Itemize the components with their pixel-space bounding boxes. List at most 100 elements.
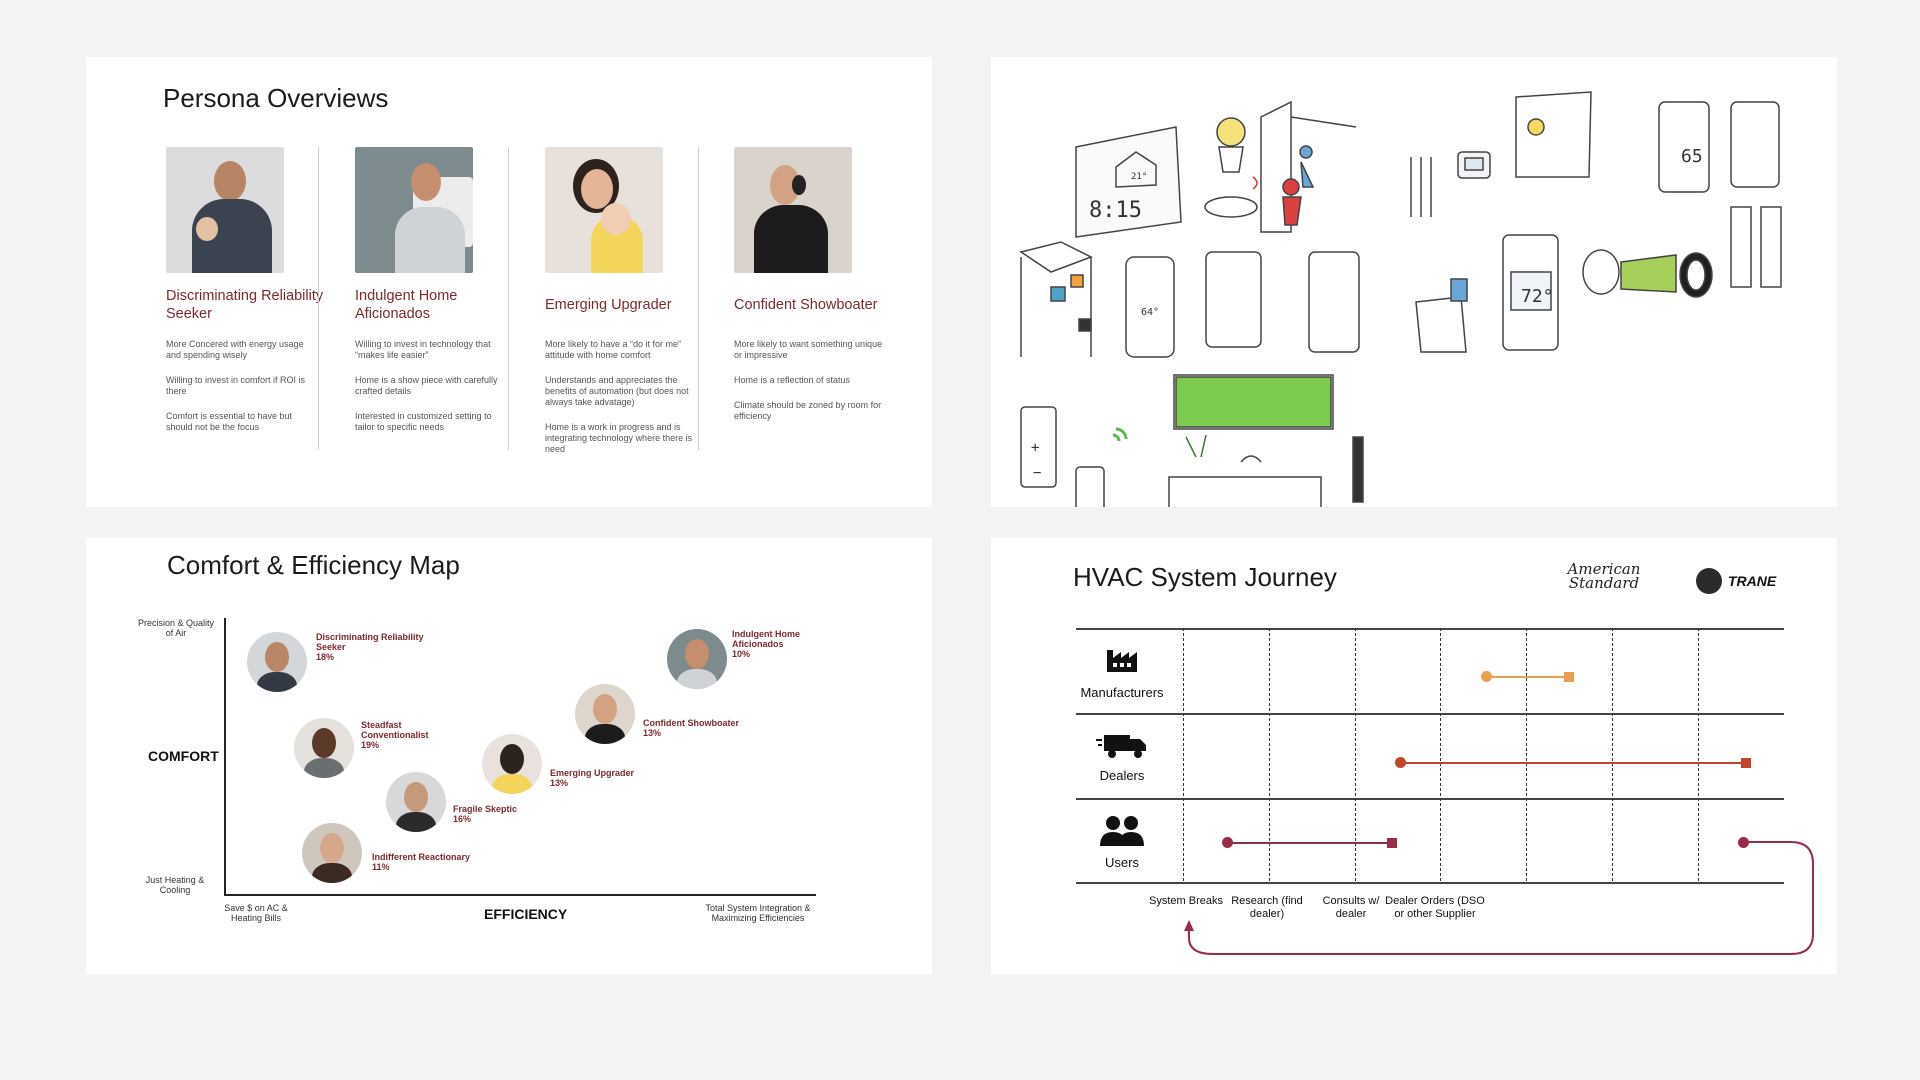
stage-label: Research (find dealer) xyxy=(1231,895,1303,920)
divider xyxy=(318,147,319,450)
persona-name: Emerging Upgrader xyxy=(545,297,672,313)
row-manufacturers: Manufacturers xyxy=(1067,644,1177,700)
stage-divider xyxy=(1269,628,1270,881)
divider xyxy=(698,147,699,450)
dealers-end-marker xyxy=(1741,758,1751,768)
persona-photo xyxy=(166,147,284,273)
persona-note: More likely to have a “do it for me” att… xyxy=(545,339,682,360)
persona-note: More Concered with energy usage and spen… xyxy=(166,339,304,360)
trane-logo-icon xyxy=(1696,568,1722,594)
persona-note: Willing to invest in comfort if ROI is t… xyxy=(166,375,306,396)
stage-label: System Breaks xyxy=(1149,895,1223,907)
persona-note: Interested in customized setting to tail… xyxy=(355,411,492,432)
persona-bubble xyxy=(302,823,362,883)
grid-line xyxy=(1076,798,1784,800)
persona-confident: Confident Showboater More likely to want… xyxy=(734,147,914,422)
persona-photo xyxy=(734,147,852,273)
sketch-illustrations: 8:15 21° 65 72° 64° + − xyxy=(1019,91,1782,507)
bubble-label: Fragile Skeptic 16% xyxy=(453,804,563,824)
y-axis-label: COMFORT xyxy=(148,748,219,764)
stage-divider xyxy=(1698,628,1699,881)
y-axis-bottom-label: Just Heating & Cooling xyxy=(145,875,205,895)
bubble-name: Emerging Upgrader xyxy=(550,768,635,778)
bubble-pct: 11% xyxy=(372,862,390,872)
bubble-name: Fragile Skeptic xyxy=(453,804,518,814)
stage-divider xyxy=(1526,628,1527,881)
hvac-journey-card: HVAC System Journey American Standard TR… xyxy=(991,538,1837,974)
bubble-pct: 16% xyxy=(453,814,472,824)
persona-note: More likely to want something unique or … xyxy=(734,339,883,360)
stage-divider xyxy=(1355,628,1356,881)
bubble-label: Discriminating Reliability Seeker 18% xyxy=(316,632,426,662)
bubble-pct: 18% xyxy=(316,652,335,662)
persona-note: Home is a show piece with carefully craf… xyxy=(355,375,498,396)
persona-note: Understands and appreciates the benefits… xyxy=(545,375,689,407)
users-end-marker xyxy=(1387,838,1397,848)
bubble-name: Confident Showboater xyxy=(643,718,739,728)
factory-icon xyxy=(1107,650,1137,672)
stage-divider xyxy=(1440,628,1441,881)
svg-text:64°: 64° xyxy=(1141,307,1159,318)
manufacturers-track xyxy=(1486,676,1568,678)
bubble-label: Indulgent Home Aficionados 10% xyxy=(732,629,842,659)
persona-note: Willing to invest in technology that “ma… xyxy=(355,339,491,360)
row-label: Dealers xyxy=(1099,768,1145,783)
persona-overviews-title: Persona Overviews xyxy=(163,83,389,113)
bubble-name: Steadfast Conventionalist xyxy=(361,720,429,740)
grid-line xyxy=(1076,882,1784,884)
svg-text:21°: 21° xyxy=(1131,172,1147,182)
dealers-start-dot xyxy=(1395,757,1406,768)
x-axis-label: EFFICIENCY xyxy=(484,906,568,922)
bubble-name: Indifferent Reactionary xyxy=(372,852,471,862)
divider xyxy=(508,147,509,450)
x-axis-left-label: Save $ on AC & Heating Bills xyxy=(224,903,288,923)
svg-text:72°: 72° xyxy=(1521,286,1554,307)
sketch-board-card: 8:15 21° 65 72° 64° + − xyxy=(991,57,1837,507)
stage-divider xyxy=(1612,628,1613,881)
persona-bubble xyxy=(667,629,727,689)
bubble-name: Discriminating Reliability Seeker xyxy=(316,632,424,652)
row-label: Users xyxy=(1105,855,1139,870)
bubble-pct: 13% xyxy=(643,728,662,738)
persona-overviews-card: Persona Overviews Discriminating Reliabi… xyxy=(86,57,932,507)
persona-note: Climate should be zoned by room for effi… xyxy=(734,400,882,421)
svg-text:+: + xyxy=(1031,440,1039,456)
bubble-label: Indifferent Reactionary 11% xyxy=(372,852,482,872)
persona-emerging: Emerging Upgrader More likely to have a … xyxy=(545,147,725,455)
persona-bubble xyxy=(482,734,542,794)
manufacturers-start-dot xyxy=(1481,671,1492,682)
row-dealers: Dealers xyxy=(1067,733,1177,783)
users-start-dot xyxy=(1222,837,1233,848)
users-return-dot xyxy=(1738,837,1749,848)
persona-photo xyxy=(545,147,663,273)
stage-divider xyxy=(1183,628,1184,881)
users-track xyxy=(1228,842,1393,844)
users-icon xyxy=(1100,816,1144,846)
map-title: Comfort & Efficiency Map xyxy=(167,550,460,580)
persona-discriminating: Discriminating Reliability Seeker More C… xyxy=(166,147,346,433)
comfort-efficiency-map-card: Comfort & Efficiency Map Precision & Qua… xyxy=(86,538,932,974)
y-axis-top-label: Precision & Quality of Air xyxy=(137,618,215,638)
x-axis-right-label: Total System Integration & Maximizing Ef… xyxy=(705,903,811,923)
persona-name: Indulgent Home Aficionados xyxy=(355,288,458,322)
trane-logo: TRANE xyxy=(1696,566,1776,596)
persona-bubble xyxy=(247,632,307,692)
svg-text:65: 65 xyxy=(1681,146,1703,167)
bubble-pct: 13% xyxy=(550,778,569,788)
bubble-label: Emerging Upgrader 13% xyxy=(550,768,660,788)
manufacturers-end-marker xyxy=(1564,672,1574,682)
brand-american-standard-logo: American Standard xyxy=(1567,560,1641,592)
bubble-label: Confident Showboater 13% xyxy=(643,718,753,738)
bubble-pct: 10% xyxy=(732,649,751,659)
trane-wordmark: TRANE xyxy=(1728,573,1777,589)
sketch-time: 8:15 xyxy=(1089,198,1142,223)
row-label: Manufacturers xyxy=(1080,685,1164,700)
row-users: Users xyxy=(1067,814,1177,870)
y-axis xyxy=(224,618,226,895)
journey-title: HVAC System Journey xyxy=(1073,562,1337,592)
persona-bubble xyxy=(294,718,354,778)
persona-indulgent: Indulgent Home Aficionados Willing to in… xyxy=(355,147,535,433)
grid-line xyxy=(1076,628,1784,630)
grid-line xyxy=(1076,713,1784,715)
persona-name: Confident Showboater xyxy=(734,297,878,313)
